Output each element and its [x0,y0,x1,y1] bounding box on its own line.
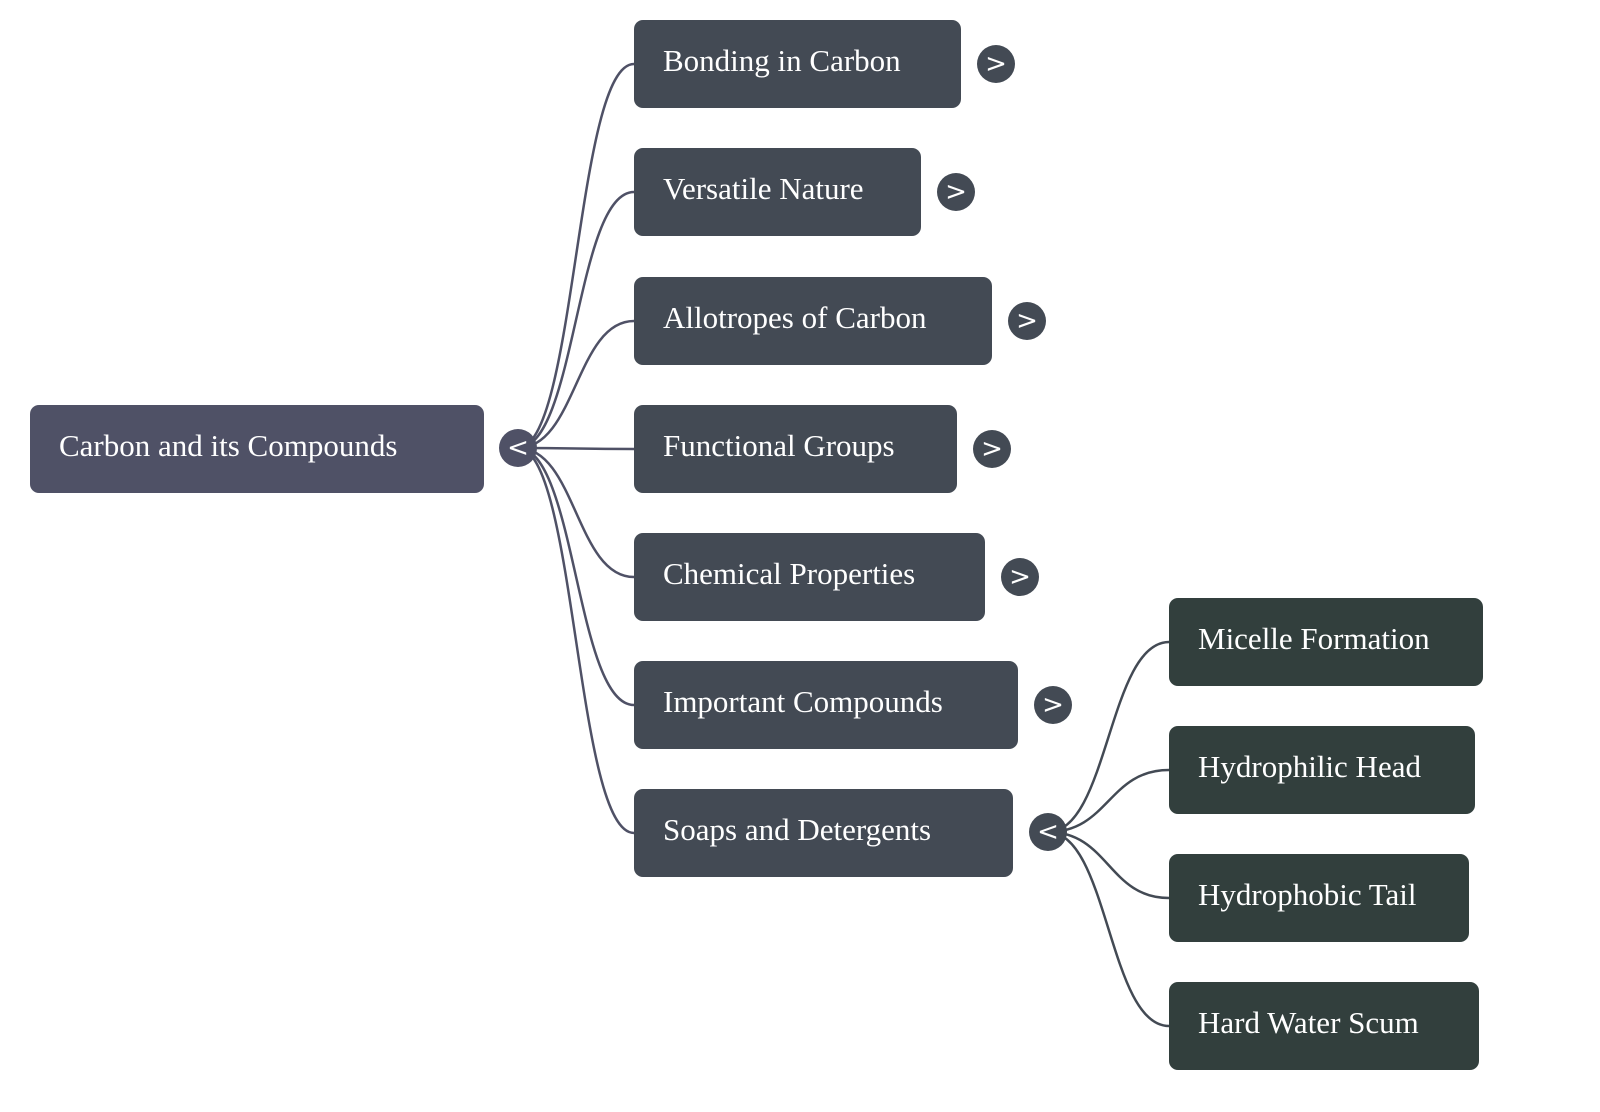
connector-branch-to-leaf [1047,640,1170,834]
branch-node-important-compounds[interactable]: Important Compounds [634,661,1018,749]
leaf-node-label: Hydrophilic Head [1198,749,1421,784]
leaf-node-hydrophobic-tail[interactable]: Hydrophobic Tail [1169,854,1469,942]
connector-root-to-branch [517,446,635,835]
branch-node-soaps-and-detergents[interactable]: Soaps and Detergents [634,789,1013,877]
branch-node-label: Important Compounds [663,684,943,719]
branch-node-label: Versatile Nature [663,171,864,206]
branch-node-bonding-in-carbon[interactable]: Bonding in Carbon [634,20,961,108]
expand-toggle-bonding-in-carbon[interactable]: > [977,45,1015,83]
connector-root-to-branch [517,319,635,450]
expand-toggle-important-compounds[interactable]: > [1034,686,1072,724]
collapse-toggle-soaps-and-detergents[interactable]: < [1029,813,1067,851]
chevron-left-icon: < [1037,817,1059,847]
chevron-right-icon: > [1016,306,1038,336]
branch-node-allotropes-of-carbon[interactable]: Allotropes of Carbon [634,277,992,365]
branch-node-functional-groups[interactable]: Functional Groups [634,405,957,493]
branch-node-label: Allotropes of Carbon [663,300,927,335]
chevron-right-icon: > [1042,690,1064,720]
chevron-right-icon: > [1009,562,1031,592]
leaf-node-label: Hydrophobic Tail [1198,877,1417,912]
chevron-right-icon: > [985,49,1007,79]
leaf-node-micelle-formation[interactable]: Micelle Formation [1169,598,1483,686]
connector-branch-to-leaf [1047,768,1170,834]
branch-node-label: Functional Groups [663,428,895,463]
connector-root-to-branch [517,190,635,450]
expand-toggle-allotropes-of-carbon[interactable]: > [1008,302,1046,340]
connector-root-to-branch [517,446,635,579]
connector-branch-to-leaf [1047,830,1170,900]
leaf-node-label: Micelle Formation [1198,621,1430,656]
chevron-right-icon: > [981,434,1003,464]
expand-toggle-chemical-properties[interactable]: > [1001,558,1039,596]
chevron-right-icon: > [945,177,967,207]
connector-root-to-branch [517,446,635,707]
connector-branch-to-leaf [1047,830,1170,1028]
leaf-node-hydrophilic-head[interactable]: Hydrophilic Head [1169,726,1475,814]
connector-root-to-branch [517,62,635,450]
branch-node-label: Chemical Properties [663,556,916,591]
leaf-node-hard-water-scum[interactable]: Hard Water Scum [1169,982,1479,1070]
branch-node-chemical-properties[interactable]: Chemical Properties [634,533,985,621]
branch-node-versatile-nature[interactable]: Versatile Nature [634,148,921,236]
expand-toggle-functional-groups[interactable]: > [973,430,1011,468]
expand-toggle-versatile-nature[interactable]: > [937,173,975,211]
branch-node-label: Soaps and Detergents [663,812,932,847]
collapse-toggle-root[interactable]: < [499,429,537,467]
leaf-node-label: Hard Water Scum [1198,1005,1419,1040]
root-node-label: Carbon and its Compounds [59,428,398,463]
branch-node-label: Bonding in Carbon [663,43,901,78]
root-node[interactable]: Carbon and its Compounds [30,405,484,493]
chevron-left-icon: < [507,433,529,463]
